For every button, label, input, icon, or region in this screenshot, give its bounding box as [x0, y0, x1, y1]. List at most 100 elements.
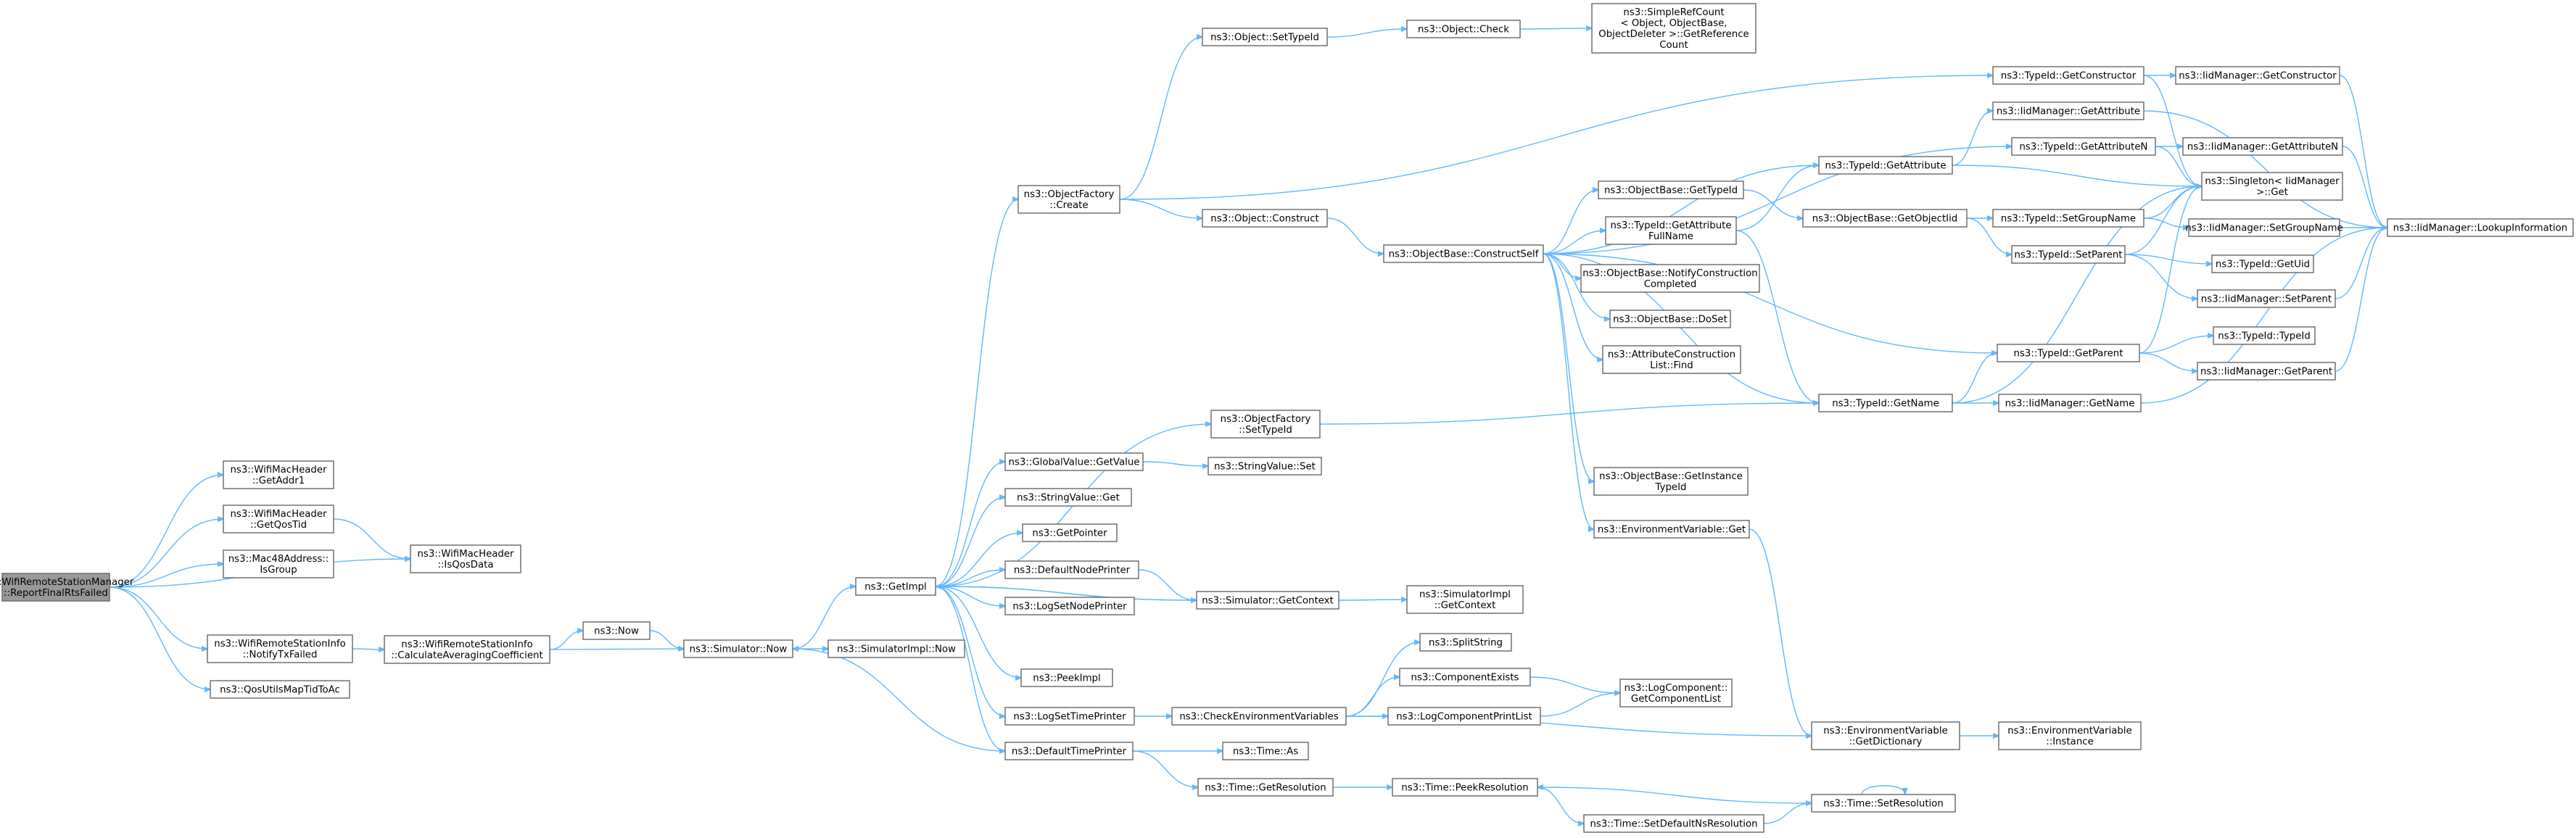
node-iidsetparent[interactable]: ns3::IidManager::SetParent: [2197, 289, 2336, 308]
node-calcavg[interactable]: ns3::WifiRemoteStationInfo::CalculateAve…: [384, 635, 550, 664]
node-getpointer[interactable]: ns3::GetPointer: [1022, 523, 1118, 542]
node-box: [1619, 679, 1733, 708]
node-envgetdict[interactable]: ns3::EnvironmentVariable::GetDictionary: [1811, 721, 1960, 750]
node-iidgetparent[interactable]: ns3::IidManager::GetParent: [2197, 362, 2336, 381]
node-logcompprintlist[interactable]: ns3::LogComponentPrintList: [1387, 707, 1541, 726]
node-iidsetgroupname[interactable]: ns3::IidManager::SetGroupName: [2185, 218, 2343, 237]
node-box: [1387, 707, 1541, 726]
node-report[interactable]: ns3::WifiRemoteStationManager::ReportFin…: [0, 573, 134, 602]
node-box: [1004, 560, 1139, 579]
node-singletonget[interactable]: ns3::Singleton< IidManager>::Get: [2201, 172, 2343, 201]
node-label-line: ns3::DefaultTimePrinter: [1012, 747, 1127, 758]
node-typeidgetconstructor[interactable]: ns3::TypeId::GetConstructor: [1992, 66, 2144, 85]
edge-getimpl-to-objfactcreate: [935, 199, 1018, 587]
node-objbasedoset[interactable]: ns3::ObjectBase::DoSet: [1609, 310, 1731, 328]
node-logsettimeprinter[interactable]: ns3::LogSetTimePrinter: [1004, 707, 1135, 726]
node-label-line: ns3::WifiMacHeader: [417, 549, 514, 560]
node-isgroup[interactable]: ns3::Mac48Address::IsGroup: [223, 549, 334, 578]
node-qosutils[interactable]: ns3::QosUtilsMapTidToAc: [210, 680, 350, 699]
node-simimplnow[interactable]: ns3::SimulatorImpl::Now: [827, 639, 965, 658]
node-timepeekres[interactable]: ns3::Time::PeekResolution: [1392, 778, 1538, 797]
node-label-line: ns3::SimulatorImpl: [1419, 589, 1511, 600]
node-box: [1419, 633, 1512, 652]
node-constructself[interactable]: ns3::ObjectBase::ConstructSelf: [1383, 244, 1544, 263]
edge-typeidgetattrn-to-singletonget: [2155, 146, 2202, 186]
node-objbasegettypeid[interactable]: ns3::ObjectBase::GetTypeId: [1598, 181, 1744, 199]
node-objconstruct[interactable]: ns3::Object::Construct: [1202, 209, 1328, 228]
node-defaultnodeprinter[interactable]: ns3::DefaultNodePrinter: [1004, 560, 1139, 579]
node-getobjectiid[interactable]: ns3::ObjectBase::GetObjectIid: [1802, 209, 1968, 228]
node-typeidtypeid[interactable]: ns3::TypeId::TypeId: [2213, 326, 2316, 345]
node-simnow[interactable]: ns3::Simulator::Now: [683, 639, 793, 658]
edge-checkenv-to-componentexists: [1345, 677, 1400, 717]
edge-logcompprintlist-to-logcomponentgetlist: [1540, 693, 1620, 717]
node-logcomponentgetlist[interactable]: ns3::LogComponent::GetComponentList: [1619, 679, 1733, 708]
node-simplerefcount[interactable]: ns3::SimpleRefCount< Object, ObjectBase,…: [1591, 3, 1756, 54]
node-timesetres[interactable]: ns3::Time::SetResolution: [1811, 794, 1956, 813]
node-notifyconstruction[interactable]: ns3::ObjectBase::NotifyConstructionCompl…: [1580, 264, 1760, 293]
node-label-line: ns3::Time::SetResolution: [1823, 799, 1944, 810]
node-objfactsettypeid[interactable]: ns3::ObjectFactory::SetTypeId: [1210, 410, 1321, 439]
node-label-line: ns3::LogSetTimePrinter: [1013, 712, 1126, 723]
node-label-line: ns3::LogComponentPrintList: [1396, 712, 1532, 723]
node-timeas[interactable]: ns3::Time::As: [1222, 742, 1309, 760]
node-objcheck[interactable]: ns3::Object::Check: [1406, 20, 1521, 38]
node-timegetres[interactable]: ns3::Time::GetResolution: [1197, 778, 1334, 797]
node-isqosdata[interactable]: ns3::WifiMacHeader::IsQosData: [410, 544, 521, 573]
node-envget[interactable]: ns3::EnvironmentVariable::Get: [1593, 520, 1750, 539]
node-stringvalueget[interactable]: ns3::StringValue::Get: [1004, 488, 1132, 507]
node-stringvalueset[interactable]: ns3::StringValue::Set: [1208, 457, 1322, 476]
node-typeidgetattrn[interactable]: ns3::TypeId::GetAttributeN: [2011, 137, 2156, 156]
node-iidgetname[interactable]: ns3::IidManager::GetName: [1998, 394, 2142, 412]
node-typeidsetparent[interactable]: ns3::TypeId::SetParent: [2011, 245, 2126, 264]
node-typeidgetattribute[interactable]: ns3::TypeId::GetAttribute: [1818, 156, 1953, 175]
node-getqostid[interactable]: ns3::WifiMacHeader::GetQosTid: [223, 505, 334, 534]
node-peekimpl[interactable]: ns3::PeekImpl: [1020, 668, 1113, 687]
node-iidgetconstructor[interactable]: ns3::IidManager::GetConstructor: [2175, 66, 2340, 85]
node-now[interactable]: ns3::Now: [582, 621, 651, 640]
node-box: [1998, 394, 2142, 412]
node-logsetnodeprinter[interactable]: ns3::LogSetNodePrinter: [1004, 597, 1135, 615]
node-box: [1004, 742, 1134, 760]
node-iidgetattribute[interactable]: ns3::IidManager::GetAttribute: [1992, 101, 2144, 120]
node-objsettypeid[interactable]: ns3::Object::SetTypeId: [1202, 28, 1328, 46]
node-componentexists[interactable]: ns3::ComponentExists: [1399, 668, 1531, 686]
node-notifytxfailed[interactable]: ns3::WifiRemoteStationInfo::NotifyTxFail…: [207, 634, 353, 663]
node-typeidgetparent[interactable]: ns3::TypeId::GetParent: [1997, 344, 2140, 362]
node-typeidgetuid[interactable]: ns3::TypeId::GetUid: [2211, 254, 2314, 273]
node-objfactcreate[interactable]: ns3::ObjectFactory::Create: [1017, 185, 1120, 214]
node-getimpl[interactable]: ns3::GetImpl: [855, 577, 936, 596]
node-splitstring[interactable]: ns3::SplitString: [1419, 633, 1512, 652]
node-defaulttimeprinter[interactable]: ns3::DefaultTimePrinter: [1004, 742, 1134, 760]
node-box: [1998, 721, 2142, 750]
node-label-line: ns3::Singleton< IidManager: [2205, 176, 2340, 187]
node-getaddr1[interactable]: ns3::WifiMacHeader::GetAddr1: [223, 460, 334, 489]
node-typeidgetname[interactable]: ns3::TypeId::GetName: [1818, 394, 1953, 412]
node-box: [1593, 520, 1750, 539]
node-label-line: ::GetAddr1: [252, 476, 305, 486]
edge-typeidgetconstructor-to-singletonget: [2143, 75, 2202, 186]
edge-report-to-getqostid: [109, 519, 223, 588]
node-typeidsetgroupname[interactable]: ns3::TypeId::SetGroupName: [1992, 209, 2144, 228]
node-iidgetattrn[interactable]: ns3::IidManager::GetAttributeN: [2182, 137, 2343, 156]
node-box: [2211, 254, 2314, 273]
node-label-line: ns3::TypeId::GetAttribute: [1610, 220, 1731, 231]
node-label-line: ::GetDictionary: [1849, 737, 1923, 747]
node-simgetcontext[interactable]: ns3::Simulator::GetContext: [1196, 591, 1339, 610]
node-label-line: ns3::GetImpl: [864, 582, 926, 593]
node-checkenv[interactable]: ns3::CheckEnvironmentVariables: [1171, 707, 1347, 726]
node-simimplgetcontext[interactable]: ns3::SimulatorImpl::GetContext: [1406, 585, 1524, 614]
edge-getqostid-to-isqosdata: [333, 518, 410, 559]
node-timesetdefaultns[interactable]: ns3::Time::SetDefaultNsResolution: [1583, 814, 1764, 833]
node-lookupinfo[interactable]: ns3::IidManager::LookupInformation: [2387, 218, 2574, 237]
node-label-line: ns3::IidManager::GetConstructor: [2179, 71, 2337, 82]
node-label-line: ::Instance: [2046, 737, 2094, 747]
node-label-line: IsGroup: [260, 565, 297, 576]
node-envinstance[interactable]: ns3::EnvironmentVariable::Instance: [1998, 721, 2142, 750]
edge-globalgetvalue-to-stringvalueset: [1142, 461, 1208, 466]
node-globalgetvalue[interactable]: ns3::GlobalValue::GetValue: [1004, 452, 1144, 471]
